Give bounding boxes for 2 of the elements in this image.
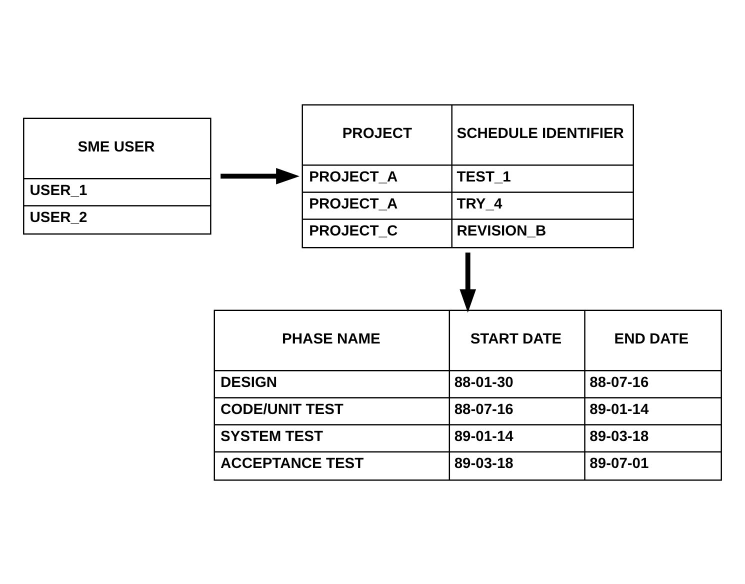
arrow xyxy=(220,168,300,184)
arrow xyxy=(460,252,476,312)
